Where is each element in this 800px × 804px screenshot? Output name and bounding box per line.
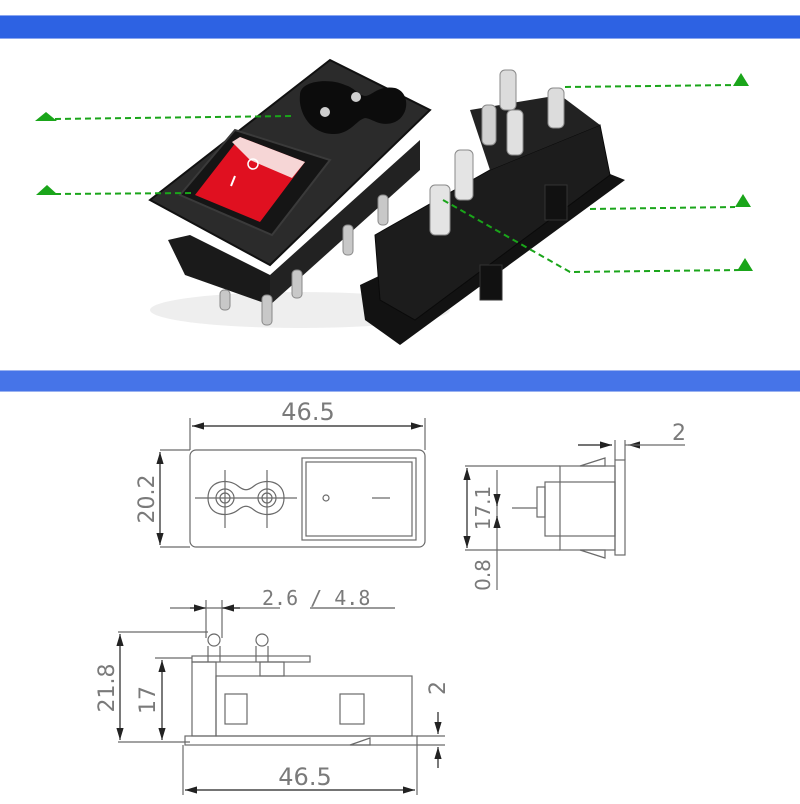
top-blue-band	[0, 15, 800, 39]
callout-socket-marker-icon	[35, 112, 57, 121]
callout-rocker-marker-icon	[36, 185, 58, 195]
c8-socket	[299, 81, 407, 135]
callout-terminals-line	[564, 84, 738, 88]
callout-lines	[54, 84, 741, 274]
callout-terminals-marker-icon	[733, 73, 749, 86]
callout-clip-line	[589, 206, 736, 210]
product-photo	[0, 38, 800, 370]
red-rocker-switch	[195, 137, 305, 222]
side-flange-label: 2	[672, 421, 686, 446]
side-view	[463, 440, 685, 590]
callout-rocker-line	[54, 192, 196, 195]
bottom-width-label: 46.5	[278, 763, 331, 791]
bottom-pin-label: 2.6 / 4.8	[262, 586, 370, 610]
front-width-label: 46.5	[281, 398, 334, 426]
middle-blue-band	[0, 370, 800, 392]
bottom-flange-label: 2	[426, 681, 451, 695]
technical-drawing: 46.5 20.2 2 17.1 0.8 2.6 / 4.8 21.8 17 2…	[0, 390, 800, 800]
bottom-view	[116, 600, 445, 795]
rear-product-image	[360, 69, 625, 345]
callout-tab-line	[442, 199, 741, 274]
side-height-label: 17.1	[471, 486, 495, 531]
side-pin-label: 0.8	[471, 559, 495, 591]
callout-tab-marker-icon	[737, 258, 753, 271]
front-height-label: 20.2	[135, 475, 160, 524]
bottom-body-height-label: 17	[136, 686, 161, 714]
bottom-total-height-label: 21.8	[95, 664, 120, 713]
front-view	[156, 418, 426, 548]
callout-clip-marker-icon	[735, 194, 751, 207]
front-product-image	[148, 58, 450, 328]
